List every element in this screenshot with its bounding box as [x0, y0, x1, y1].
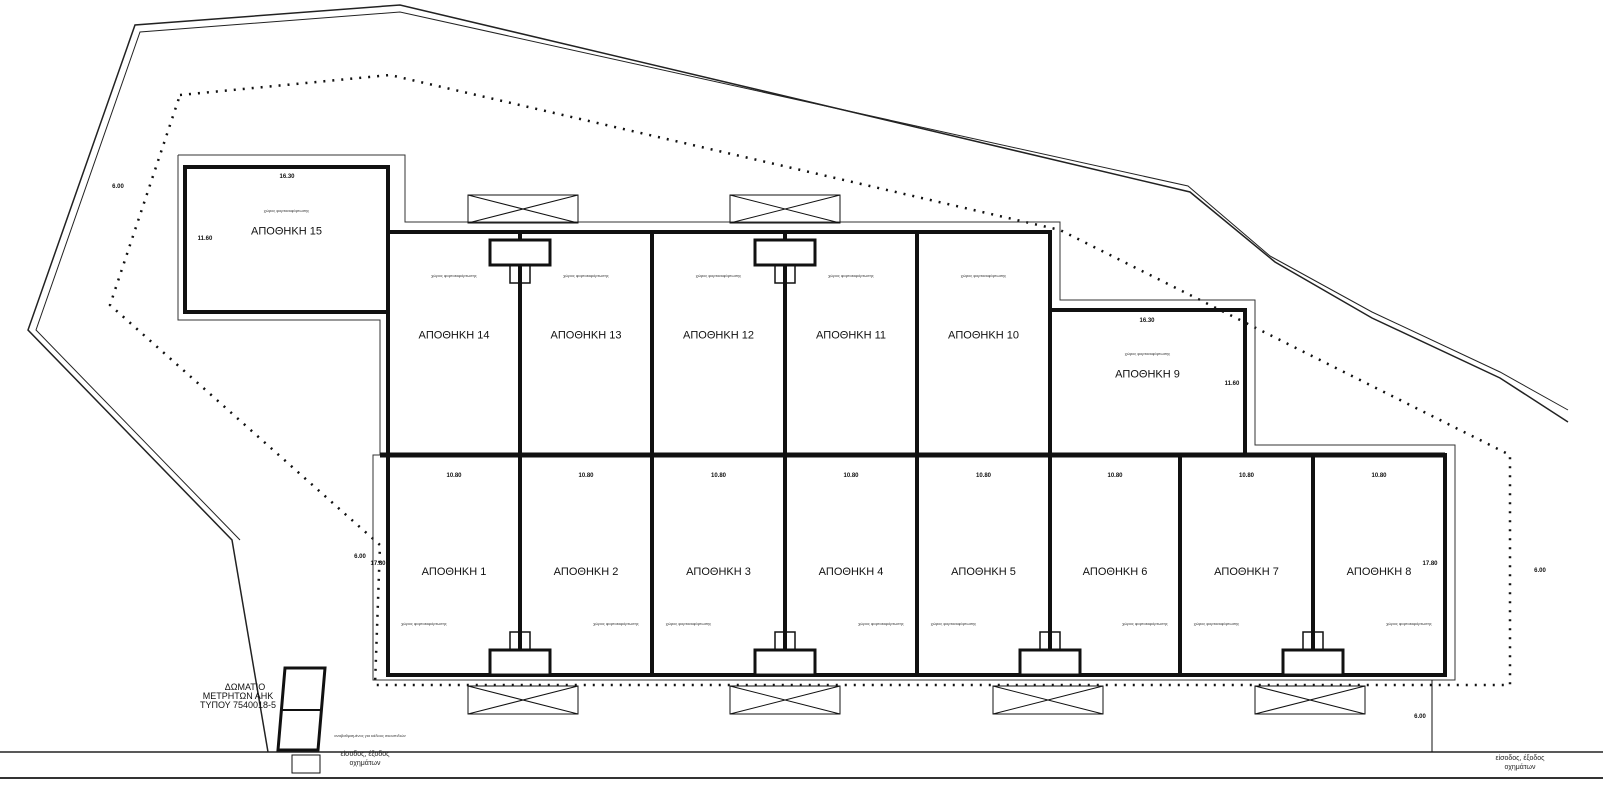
warehouse-label: ΑΠΟΘΗΚΗ 11 [816, 330, 886, 342]
warehouse-label: ΑΠΟΘΗΚΗ 9 [1115, 369, 1180, 381]
dimension-label: 6.00 [1414, 714, 1426, 720]
warehouse-3: ΑΠΟΘΗΚΗ 3 χώρος φορτοεκφόρτωσης 10.80 [650, 453, 787, 677]
loading-canopy [1254, 685, 1366, 715]
site-boundary [27, 4, 1569, 753]
toilet-core [753, 238, 817, 284]
vehicle-entrance-left-1: είσοδος, έξοδος [340, 750, 390, 758]
toilet-core [488, 631, 552, 677]
warehouse-label: ΑΠΟΘΗΚΗ 7 [1214, 566, 1279, 578]
loading-area-label: χώρος φορτοεκφόρτωσης [858, 621, 904, 626]
dimension-label: 10.80 [1107, 473, 1123, 479]
warehouse-7: ΑΠΟΘΗΚΗ 7 χώρος φορτοεκφόρτωσης 10.80 [1178, 453, 1315, 677]
meter-room: ΔΩΜΑΤΙΟ ΜΕΤΡΗΤΩΝ ΑΗΚ ΤΥΠΟΥ 7540018-5 ανα… [200, 666, 406, 774]
loading-area-label: χώρος φορτοεκφόρτωσης [264, 208, 310, 213]
building-platform [177, 154, 1456, 681]
warehouse-label: ΑΠΟΘΗΚΗ 8 [1347, 566, 1412, 578]
dimension-label: 17.80 [1422, 561, 1438, 567]
dimension-label: 10.80 [1371, 473, 1387, 479]
warehouse-label: ΑΠΟΘΗΚΗ 3 [686, 566, 751, 578]
dimension-label: 6.00 [1534, 568, 1546, 574]
vehicle-entrance-right-2: οχημάτων [1505, 763, 1536, 771]
dimension-label: 10.80 [578, 473, 594, 479]
loading-area-label: χώρος φορτοεκφόρτωσης [666, 621, 712, 626]
loading-canopy [729, 685, 841, 715]
warehouse-2: ΑΠΟΘΗΚΗ 2 χώρος φορτοεκφόρτωσης 10.80 [518, 453, 654, 677]
loading-canopy [729, 194, 841, 224]
warehouse-label: ΑΠΟΘΗΚΗ 15 [251, 226, 322, 238]
warehouse-15: ΑΠΟΘΗΚΗ 15 χώρος φορτοεκφόρτωσης [183, 165, 390, 314]
dimension-label: 11.60 [1225, 381, 1240, 387]
dimension-label: 10.80 [976, 473, 992, 479]
dimension-label: 10.80 [843, 473, 859, 479]
warehouse-label: ΑΠΟΘΗΚΗ 10 [948, 330, 1019, 342]
toilet-core [488, 238, 552, 284]
dimension-label: 6.00 [112, 184, 124, 190]
warehouse-label: ΑΠΟΘΗΚΗ 14 [419, 330, 490, 342]
warehouse-10: ΑΠΟΘΗΚΗ 10 χώρος φορτοεκφόρτωσης [915, 230, 1052, 457]
vehicle-entrance-right-1: είσοδος, έξοδος [1495, 754, 1545, 762]
vehicle-entrance-left-2: οχημάτων [350, 759, 381, 767]
warehouse-label: ΑΠΟΘΗΚΗ 1 [422, 566, 487, 578]
loading-area-label: χώρος φορτοεκφόρτωσης [431, 273, 477, 278]
warehouse-9: ΑΠΟΘΗΚΗ 9 χώρος φορτοεκφόρτωσης [1048, 308, 1247, 457]
loading-canopy [467, 685, 579, 715]
loading-area-label: χώρος φορτοεκφόρτωσης [1194, 621, 1240, 626]
toilet-core [1018, 631, 1082, 677]
dimension-label: 10.80 [711, 473, 727, 479]
dimension-label: 16.30 [1139, 318, 1155, 324]
warehouse-label: ΑΠΟΘΗΚΗ 6 [1083, 566, 1148, 578]
warehouse-label: ΑΠΟΘΗΚΗ 2 [554, 566, 619, 578]
loading-area-label: χώρος φορτοεκφόρτωσης [931, 621, 977, 626]
loading-area-label: χώρος φορτοεκφόρτωσης [563, 273, 609, 278]
dimension-label: 16.30 [279, 174, 295, 180]
warehouse-6: ΑΠΟΘΗΚΗ 6 χώρος φορτοεκφόρτωσης 10.80 [1048, 453, 1182, 677]
meter-room-label-3: ΤΥΠΟΥ 7540018-5 [200, 700, 276, 710]
warehouse-label: ΑΠΟΘΗΚΗ 12 [683, 330, 754, 342]
warehouse-1: ΑΠΟΘΗΚΗ 1 χώρος φορτοεκφόρτωσης 10.80 [386, 453, 522, 677]
dimension-label: 6.00 [354, 554, 366, 560]
dimension-label: 11.60 [198, 236, 213, 242]
warehouse-label: ΑΠΟΘΗΚΗ 5 [951, 566, 1016, 578]
meter-room-label-2: ΜΕΤΡΗΤΩΝ ΑΗΚ [203, 691, 274, 701]
meter-room-label-1: ΔΩΜΑΤΙΟ [225, 682, 266, 692]
site-boundary-inner [35, 11, 1569, 541]
bins-note: αναβαθμισμένος για κάδους σκουπιδιών [334, 733, 405, 738]
warehouse-4: ΑΠΟΘΗΚΗ 4 χώρος φορτοεκφόρτωσης 10.80 [783, 453, 919, 677]
dimension-label: 10.80 [446, 473, 462, 479]
loading-area-label: χώρος φορτοεκφόρτωσης [1122, 621, 1168, 626]
loading-area-label: χώρος φορτοεκφόρτωσης [696, 273, 742, 278]
loading-canopy [467, 194, 579, 224]
loading-area-label: χώρος φορτοεκφόρτωσης [401, 621, 447, 626]
loading-area-label: χώρος φορτοεκφόρτωσης [1125, 351, 1171, 356]
loading-area-label: χώρος φορτοεκφόρτωσης [1386, 621, 1432, 626]
toilet-core [753, 631, 817, 677]
warehouse-label: ΑΠΟΘΗΚΗ 13 [551, 330, 622, 342]
warehouse-5: ΑΠΟΘΗΚΗ 5 χώρος φορτοεκφόρτωσης 10.80 [915, 453, 1052, 677]
loading-area-label: χώρος φορτοεκφόρτωσης [593, 621, 639, 626]
dimension-label: 10.80 [1239, 473, 1255, 479]
toilet-core [1281, 631, 1345, 677]
warehouse-label: ΑΠΟΘΗΚΗ 4 [819, 566, 884, 578]
dimension-label: 17.80 [370, 561, 386, 567]
loading-area-label: χώρος φορτοεκφόρτωσης [961, 273, 1007, 278]
loading-canopy [992, 685, 1104, 715]
loading-area-label: χώρος φορτοεκφόρτωσης [828, 273, 874, 278]
